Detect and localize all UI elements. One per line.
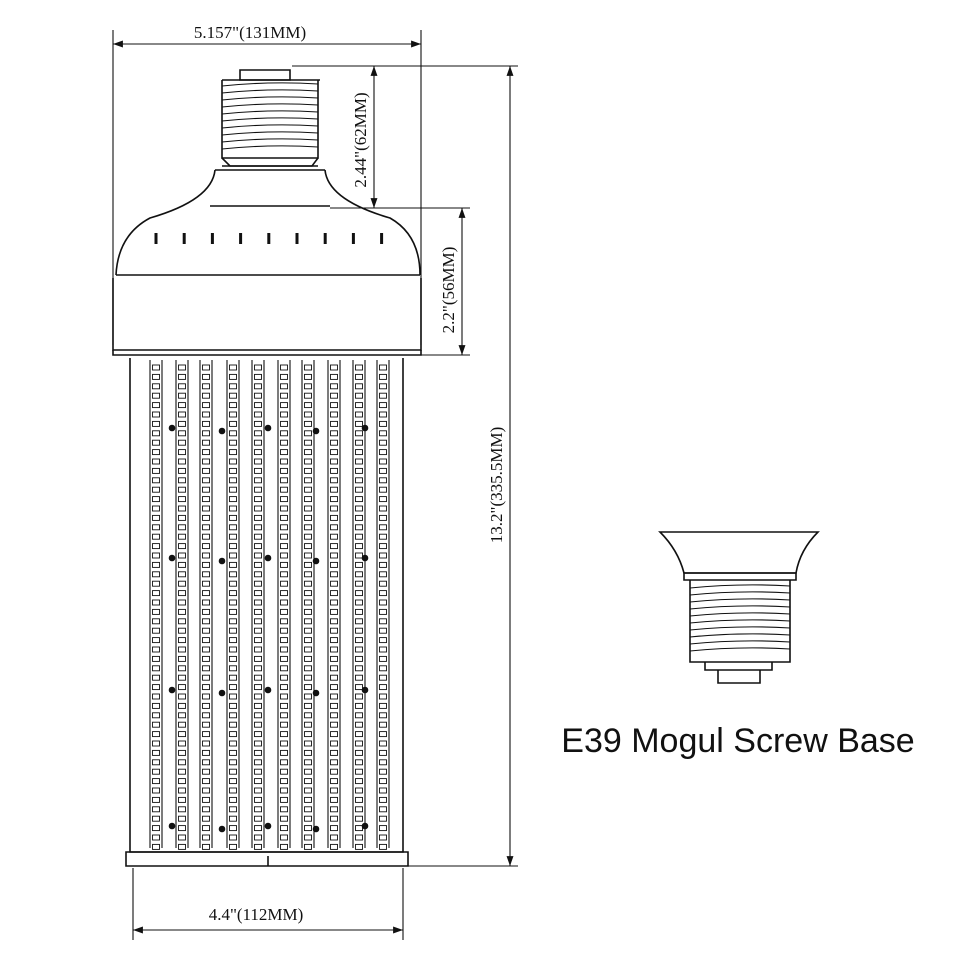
overall-width-label: 5.157"(131MM) bbox=[194, 23, 306, 42]
base-height-label: 2.44"(62MM) bbox=[351, 92, 370, 187]
dimension-base-height: 2.44"(62MM) bbox=[292, 65, 518, 209]
housing-height-label: 2.2"(56MM) bbox=[439, 247, 458, 334]
lamp-housing bbox=[112, 169, 422, 356]
dimension-overall-width: 5.157"(131MM) bbox=[112, 23, 422, 345]
dimension-housing-height: 2.2"(56MM) bbox=[421, 208, 470, 356]
mogul-base-icon bbox=[658, 531, 820, 684]
body-width-label: 4.4"(112MM) bbox=[209, 905, 304, 924]
base-type-caption: E39 Mogul Screw Base bbox=[561, 722, 914, 760]
total-length-label: 13.2"(335.5MM) bbox=[487, 427, 506, 544]
lamp-screw-base bbox=[221, 69, 320, 167]
dimension-total-length: 13.2"(335.5MM) bbox=[408, 66, 518, 867]
dimension-body-width: 4.4"(112MM) bbox=[132, 868, 404, 940]
lamp-led-body bbox=[125, 358, 409, 867]
